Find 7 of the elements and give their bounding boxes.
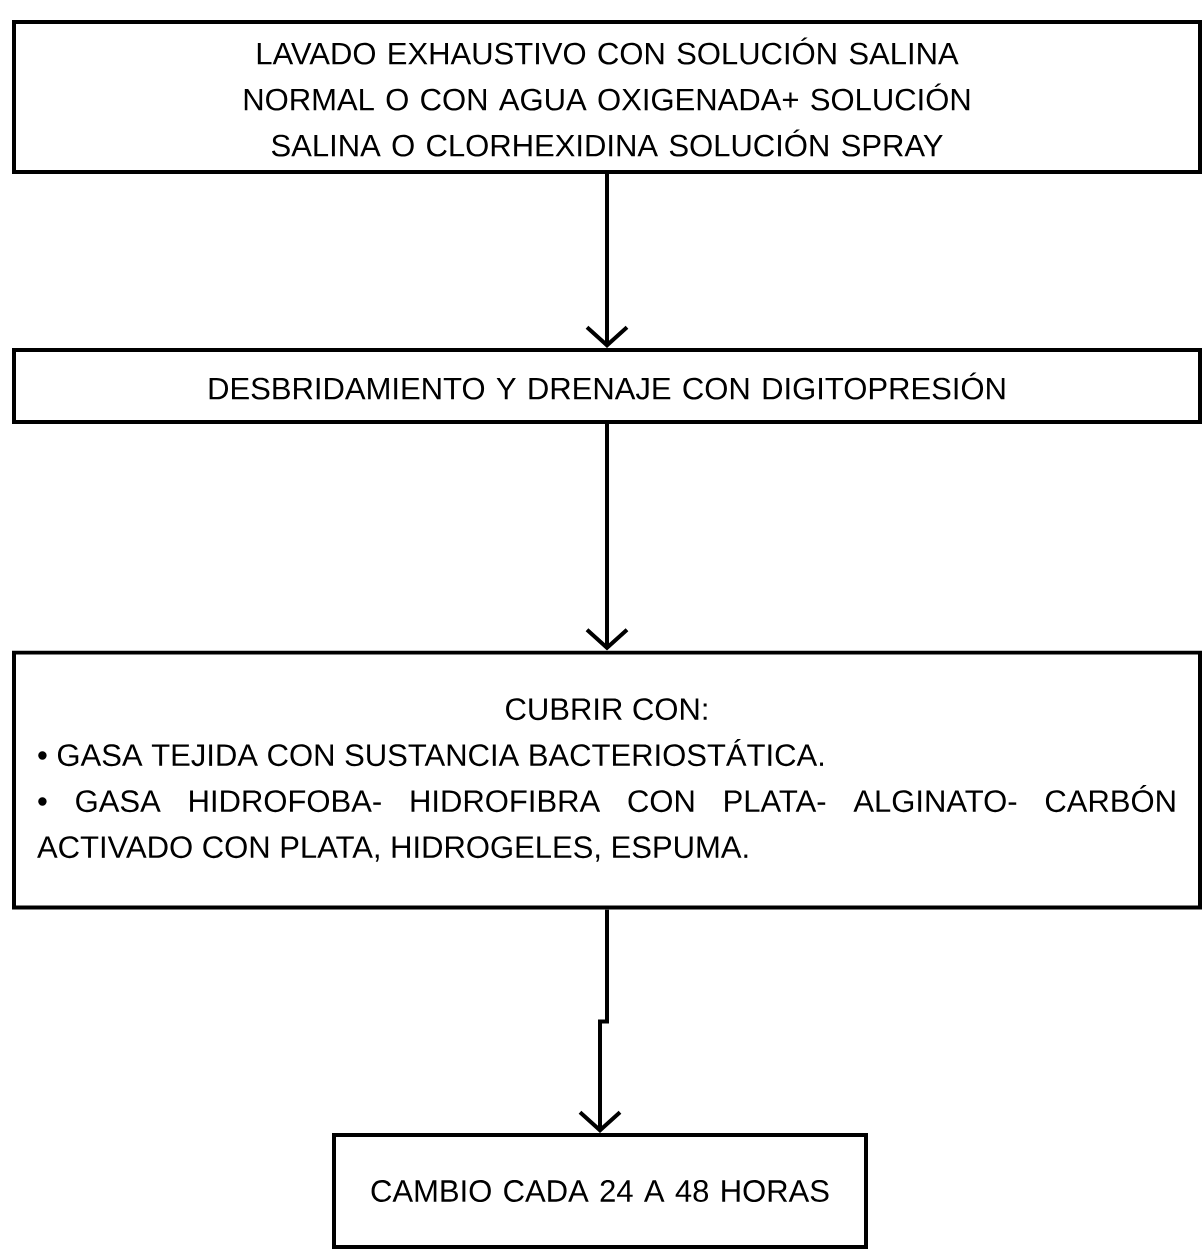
process-box: DESBRIDAMIENTO Y DRENAJE CON DIGITOPRESIÓN	[12, 348, 1202, 424]
process-box: CAMBIO CADA 24 A 48 HORAS	[332, 1133, 868, 1249]
arrow	[585, 174, 629, 348]
process-box: CUBRIR CON: • GASA TEJIDA CON SUSTANCIA BACTERIOSTÁTICA. • GASA HIDROFOBA- HIDROFIBRA CON PLATA- ALGINATO- CARBÓN ACTIVADO CON PLATA, HIDROGELES, ESPUMA.	[12, 650, 1202, 910]
arrow	[585, 424, 629, 651]
process-box: LAVADO EXHAUSTIVO CON SOLUCIÓN SALINA NORMAL O CON AGUA OXIGENADA+ SOLUCIÓN SALINA O CLORHEXIDINA SOLUCIÓN SPRAY	[12, 20, 1202, 174]
arrow	[578, 909, 622, 1133]
